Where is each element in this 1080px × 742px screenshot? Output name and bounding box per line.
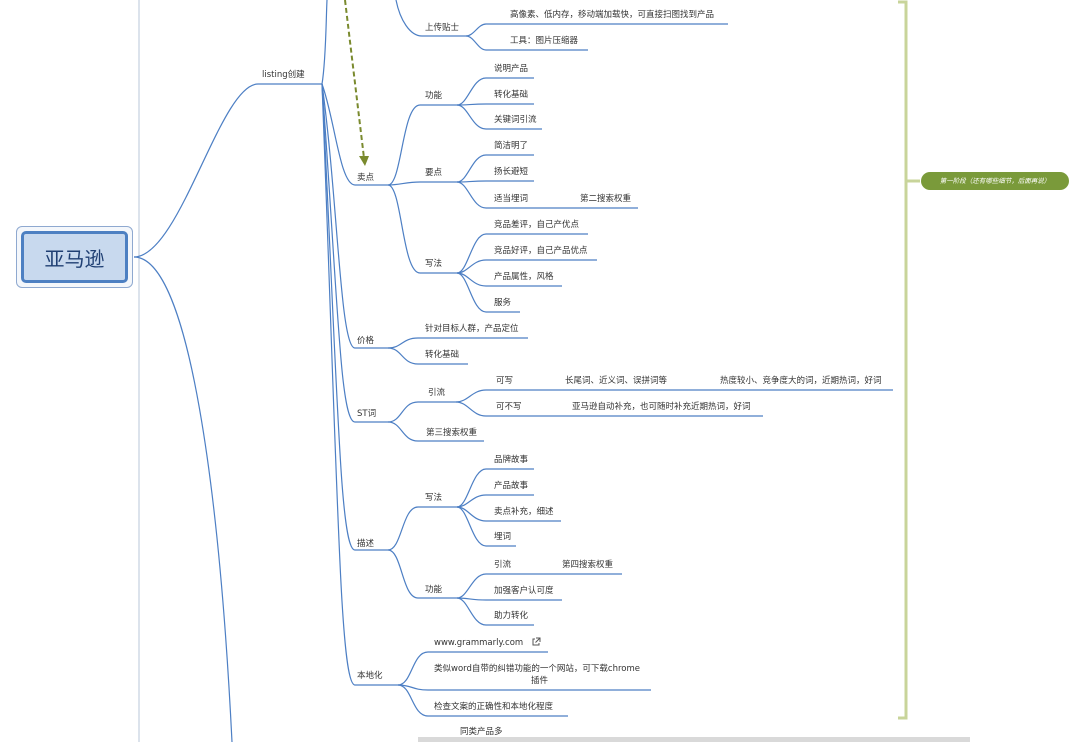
- node-maidian[interactable]: 卖点: [357, 173, 375, 183]
- relationship-arrowhead: [359, 156, 369, 166]
- node-bd3[interactable]: 检查文案的正确性和本地化程度: [434, 702, 554, 712]
- node-gn3[interactable]: 关键词引流: [494, 115, 537, 125]
- node-kebuxie[interactable]: 可不写: [496, 402, 522, 412]
- node-bd1[interactable]: www.grammarly.com: [434, 638, 524, 648]
- node-xf4[interactable]: 服务: [494, 298, 512, 308]
- node-st2[interactable]: 第三搜索权重: [426, 428, 478, 438]
- node-kexie[interactable]: 可写: [496, 376, 514, 386]
- node-ms-xiefa[interactable]: 写法: [425, 493, 443, 503]
- node-yinliu[interactable]: 引流: [428, 388, 446, 398]
- node-yd3a[interactable]: 第二搜索权重: [580, 194, 632, 204]
- node-bottom[interactable]: 同类产品多: [460, 727, 503, 737]
- node-gn1[interactable]: 说明产品: [494, 64, 529, 74]
- horizontal-scrollbar[interactable]: [418, 737, 970, 742]
- node-sc1[interactable]: 高像素、低内存，移动端加载快，可直接扫图找到产品: [510, 10, 715, 20]
- node-bd2b[interactable]: 插件: [531, 676, 549, 686]
- node-kx1[interactable]: 长尾词、近义词、误拼词等: [565, 376, 668, 386]
- node-yd3[interactable]: 适当埋词: [494, 194, 529, 204]
- node-jg2[interactable]: 转化基础: [425, 350, 460, 360]
- node-msx2[interactable]: 产品故事: [494, 481, 529, 491]
- node-msx4[interactable]: 埋词: [494, 532, 512, 542]
- summary-bracket: [898, 0, 920, 720]
- node-bendihua[interactable]: 本地化: [357, 671, 383, 681]
- node-msg-yinliu[interactable]: 引流: [494, 560, 512, 570]
- node-msg2[interactable]: 加强客户认可度: [494, 586, 554, 596]
- root-node[interactable]: 亚马逊: [16, 226, 133, 288]
- node-yaodian[interactable]: 要点: [425, 168, 443, 178]
- connectors: [133, 0, 893, 742]
- node-xf2[interactable]: 竞品好评，自己产品优点: [494, 246, 588, 256]
- node-kbx1[interactable]: 亚马逊自动补充，也可随时补充近期热词，好词: [572, 402, 751, 412]
- node-gongneng[interactable]: 功能: [425, 91, 443, 101]
- node-miaoshu[interactable]: 描述: [357, 539, 375, 549]
- external-link-icon[interactable]: [531, 637, 541, 647]
- node-msx3[interactable]: 卖点补充，细述: [494, 507, 554, 517]
- node-yd2[interactable]: 扬长避短: [494, 167, 529, 177]
- node-ms-gongneng[interactable]: 功能: [425, 585, 443, 595]
- node-kx2[interactable]: 热度较小、竞争度大的词，近期热词，好词: [720, 376, 882, 386]
- node-xf1[interactable]: 竞品差评，自己产优点: [494, 220, 580, 230]
- node-xf3[interactable]: 产品属性，风格: [494, 272, 554, 282]
- node-shangchuan[interactable]: 上传贴士: [425, 23, 460, 33]
- node-msg1a[interactable]: 第四搜索权重: [562, 560, 614, 570]
- root-node-label: 亚马逊: [21, 231, 128, 283]
- node-msg3[interactable]: 助力转化: [494, 611, 529, 621]
- node-st[interactable]: ST词: [357, 409, 377, 419]
- summary-node[interactable]: 第一阶段（还有哪些细节，后面再说）: [921, 172, 1069, 190]
- node-bd2a[interactable]: 类似word自带的纠错功能的一个网站，可下载chrome: [434, 664, 640, 674]
- node-gn2[interactable]: 转化基础: [494, 90, 529, 100]
- node-yd1[interactable]: 简洁明了: [494, 141, 529, 151]
- node-msx1[interactable]: 品牌故事: [494, 455, 529, 465]
- node-xiefa[interactable]: 写法: [425, 259, 443, 269]
- node-jiage[interactable]: 价格: [357, 336, 375, 346]
- node-jg1[interactable]: 针对目标人群，产品定位: [425, 324, 519, 334]
- relationship-arrow: [344, 0, 365, 159]
- node-listing[interactable]: listing创建: [262, 70, 305, 80]
- node-sc2[interactable]: 工具：图片压缩器: [510, 36, 579, 46]
